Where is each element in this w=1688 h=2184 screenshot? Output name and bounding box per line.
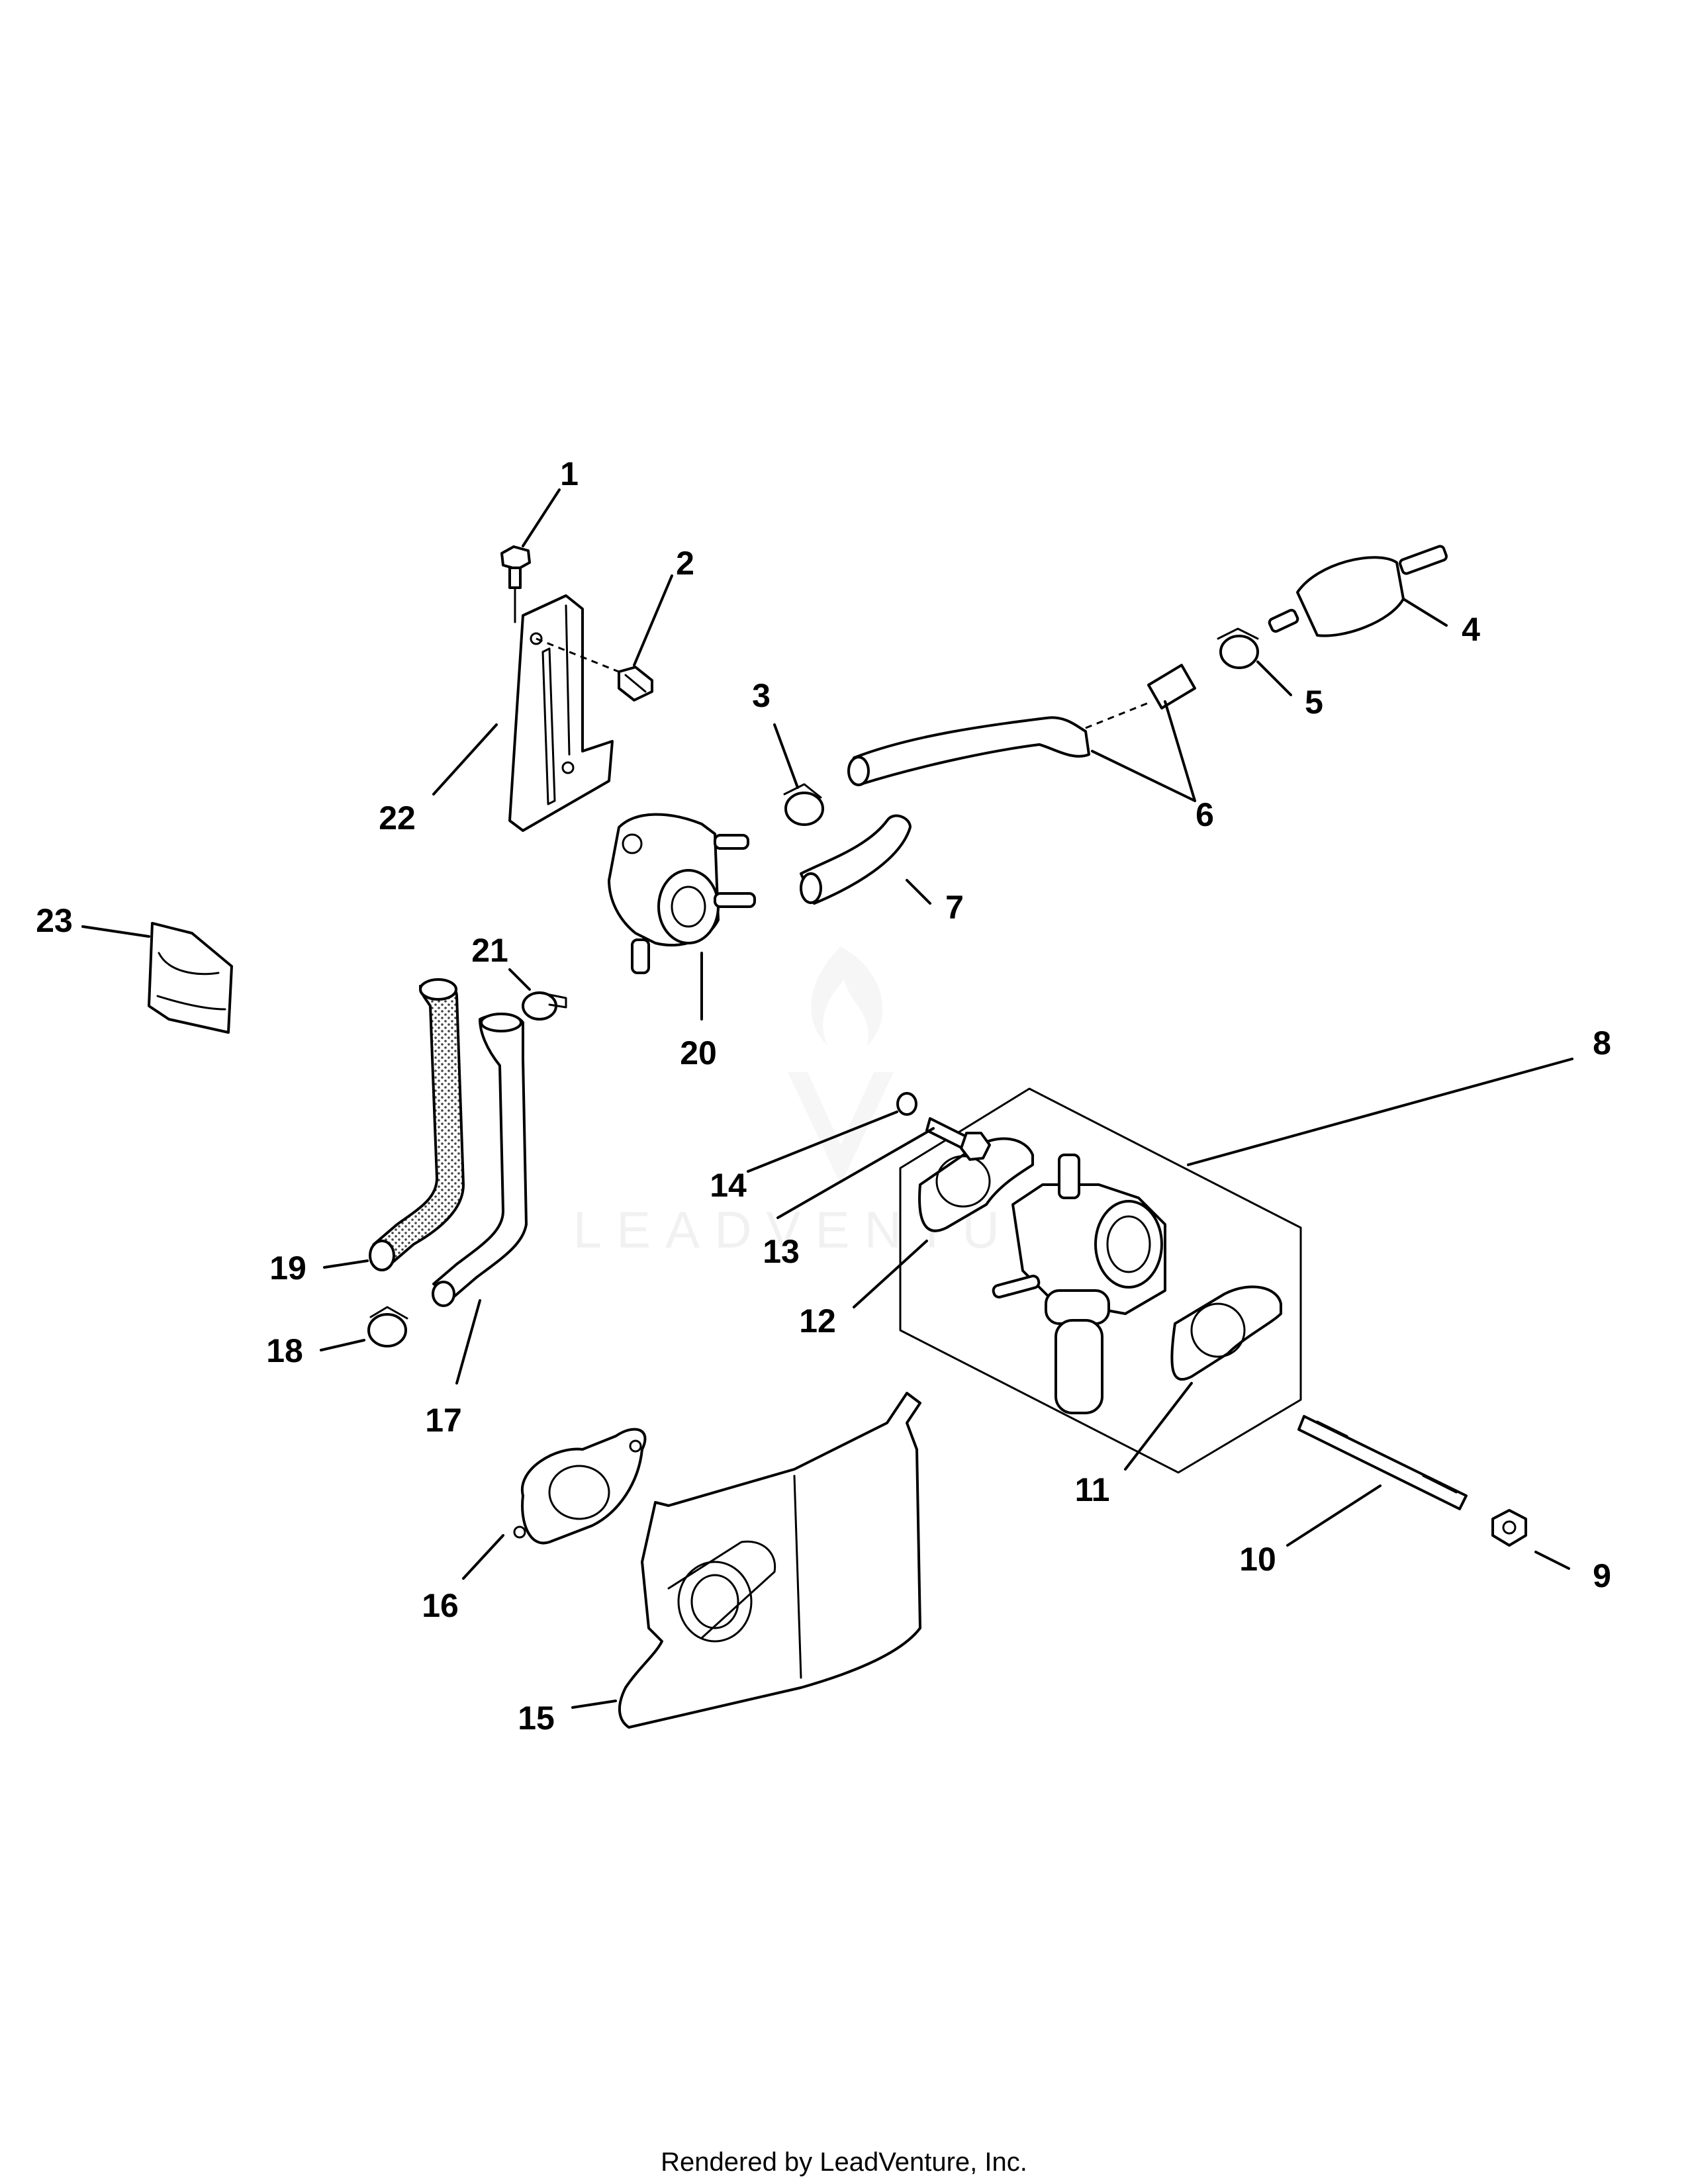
- callout-5[interactable]: 5: [1305, 684, 1323, 721]
- part-20-fuel-pump[interactable]: [608, 813, 756, 974]
- part-19-hose[interactable]: [369, 978, 465, 1271]
- part-11-gasket[interactable]: [1170, 1285, 1282, 1381]
- part-10-stud[interactable]: [1297, 1415, 1468, 1510]
- part-12-gasket[interactable]: [918, 1137, 1034, 1232]
- callout-3[interactable]: 3: [752, 677, 771, 714]
- callout-11[interactable]: 11: [1075, 1471, 1110, 1508]
- part-16-gasket[interactable]: [513, 1428, 647, 1545]
- part-4-fuel-filter[interactable]: [1268, 545, 1448, 637]
- part-6-fuel-line[interactable]: [847, 664, 1196, 786]
- part-21-clamp[interactable]: [522, 991, 567, 1021]
- callout-1[interactable]: 1: [560, 455, 579, 492]
- part-13-screw[interactable]: [925, 1117, 991, 1161]
- callout-2[interactable]: 2: [676, 545, 694, 582]
- callout-17[interactable]: 17: [425, 1402, 462, 1439]
- callout-8[interactable]: 8: [1593, 1024, 1611, 1062]
- callout-15[interactable]: 15: [518, 1700, 555, 1737]
- callout-22[interactable]: 22: [379, 799, 416, 837]
- part-23-clip[interactable]: [148, 922, 233, 1034]
- callout-10[interactable]: 10: [1239, 1541, 1276, 1578]
- part-8-carburetor-assembly[interactable]: [899, 1087, 1302, 1474]
- part-17-hose[interactable]: [432, 1013, 528, 1307]
- part-14-washer[interactable]: [896, 1092, 917, 1116]
- callout-14[interactable]: 14: [710, 1167, 747, 1204]
- part-3-clamp[interactable]: [783, 783, 824, 826]
- part-18-clamp[interactable]: [367, 1306, 408, 1347]
- callout-6[interactable]: 6: [1196, 796, 1214, 833]
- callout-7[interactable]: 7: [945, 889, 964, 926]
- footer-credit: Rendered by LeadVenture, Inc.: [661, 2148, 1027, 2177]
- callout-18[interactable]: 18: [266, 1332, 303, 1369]
- callout-20[interactable]: 20: [680, 1034, 717, 1071]
- flame-logo-icon: [788, 946, 894, 1185]
- callout-21[interactable]: 21: [471, 932, 508, 969]
- callout-12[interactable]: 12: [799, 1302, 836, 1340]
- leader-lines: [81, 488, 1573, 1709]
- part-5-clamp[interactable]: [1217, 627, 1259, 669]
- callout-13[interactable]: 13: [763, 1233, 800, 1270]
- callout-16[interactable]: 16: [422, 1587, 459, 1624]
- callout-9[interactable]: 9: [1593, 1557, 1611, 1594]
- callout-23[interactable]: 23: [36, 902, 73, 939]
- callout-4[interactable]: 4: [1462, 611, 1480, 648]
- part-1-bolt[interactable]: [500, 545, 531, 623]
- part-22-bracket[interactable]: [508, 594, 620, 832]
- part-2-screw[interactable]: [618, 666, 653, 702]
- callout-19[interactable]: 19: [269, 1250, 306, 1287]
- part-7-hose[interactable]: [800, 814, 912, 905]
- part-15-shroud[interactable]: [618, 1392, 921, 1729]
- callouts: 1 2 3 4 5 6 7 8 9 10 11 12 13 14 15 16 1…: [36, 455, 1611, 1737]
- part-9-nut[interactable]: [1491, 1509, 1527, 1547]
